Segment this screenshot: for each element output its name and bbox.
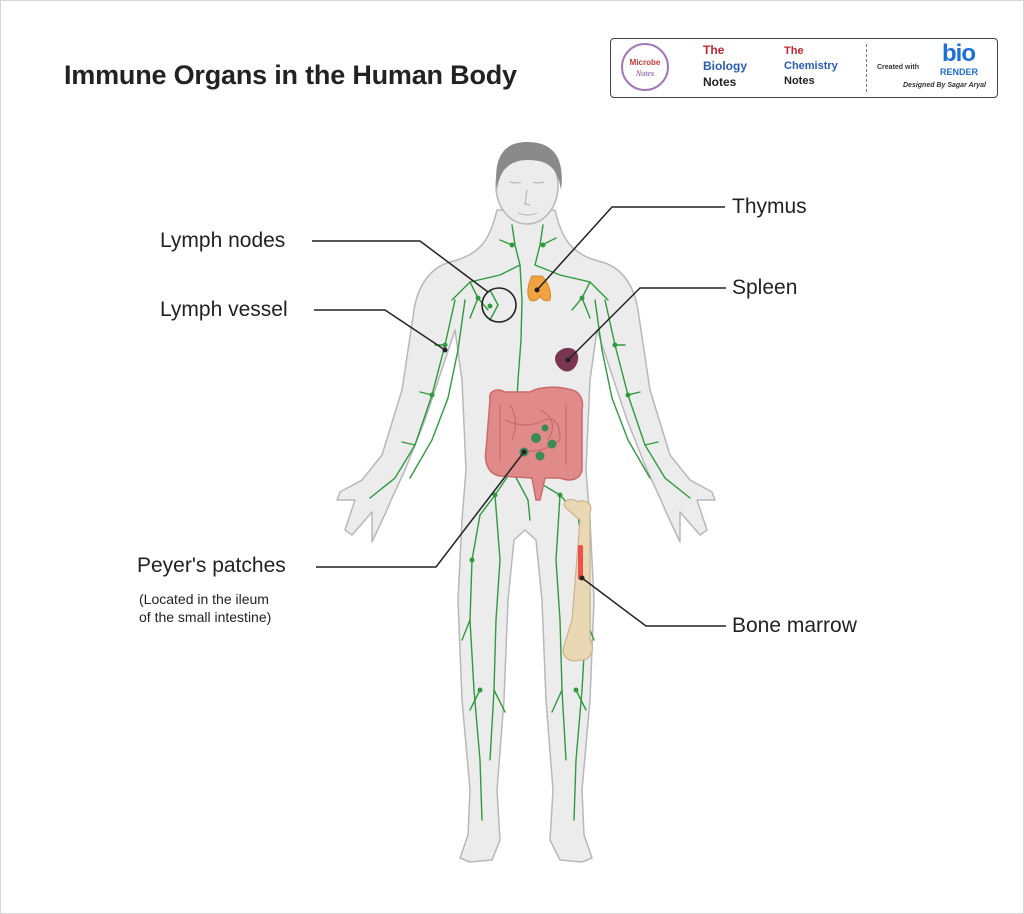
leader-peyers-patches [316, 451, 525, 568]
logo-separator [866, 44, 867, 92]
leader-lymph-nodes [312, 240, 489, 293]
logo-banner: Microbe Notes The Biology Notes The Chem… [610, 38, 998, 98]
biorender-logo: bio [942, 40, 976, 67]
label-peyers-patches: Peyer's patches [137, 554, 286, 577]
lymph-node-circle [481, 287, 517, 323]
label-thymus: Thymus [732, 195, 807, 218]
peyers-patches [519, 424, 557, 461]
microbe-notes-logo: Microbe Notes [621, 43, 669, 91]
label-lymph-vessel: Lymph vessel [160, 298, 288, 321]
intestine-folds [499, 404, 567, 465]
peyers-note-line1: (Located in the ileum [139, 591, 269, 607]
label-peyers-note: (Located in the ileum of the small intes… [139, 590, 271, 626]
biology-notes-logo: The Biology Notes [703, 42, 747, 90]
hair [496, 142, 562, 190]
chemistry-logo-line2: Chemistry [784, 60, 838, 72]
bone-marrow-cavity [578, 545, 583, 580]
created-with-text: Created with [877, 64, 920, 71]
label-bone-marrow: Bone marrow [732, 614, 857, 637]
biology-logo-line3: Notes [703, 75, 737, 89]
microbe-logo-line1: Microbe [629, 58, 661, 67]
leader-thymus [536, 206, 725, 291]
biology-logo-line2: Biology [703, 59, 747, 73]
biology-logo-line1: The [703, 43, 725, 57]
leader-endpoints [442, 287, 585, 581]
label-spleen: Spleen [732, 276, 798, 299]
label-lymph-nodes: Lymph nodes [160, 229, 286, 252]
microbe-logo-line2: Notes [635, 69, 655, 78]
biorender-render-text: RENDER [940, 67, 979, 77]
femur-bone [562, 498, 593, 662]
peyers-note-line2: of the small intestine) [139, 609, 272, 625]
chemistry-logo-line1: The [784, 45, 804, 57]
leader-bone-marrow [581, 577, 726, 627]
page-title: Immune Organs in the Human Body [64, 60, 517, 90]
leader-lymph-vessel [314, 309, 446, 351]
chemistry-notes-logo: The Chemistry Notes [784, 44, 838, 89]
body-silhouette [336, 147, 716, 863]
face-features [509, 181, 545, 216]
leader-spleen [567, 287, 726, 361]
designed-by-text: Designed By Sagar Aryal [903, 82, 986, 89]
leader-lines [312, 206, 726, 627]
chemistry-logo-line3: Notes [784, 75, 815, 87]
